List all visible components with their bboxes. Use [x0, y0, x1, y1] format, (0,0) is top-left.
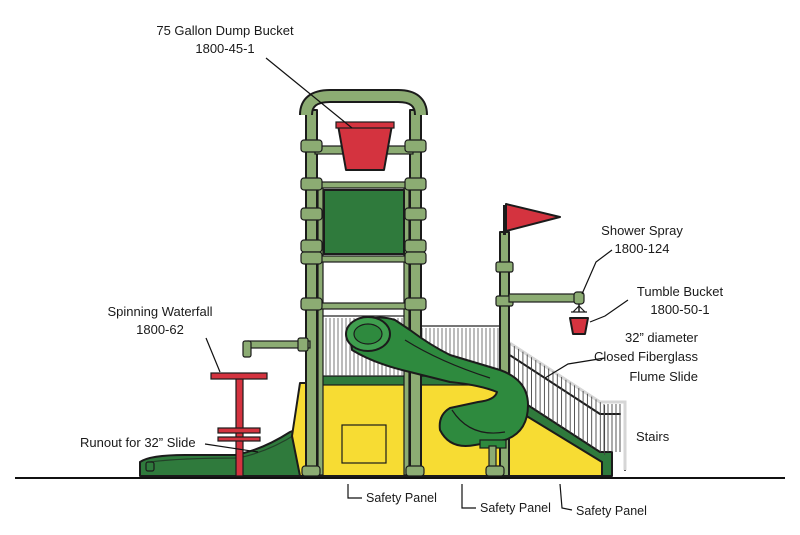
- runout-end-cap: [145, 461, 155, 472]
- stairs-stringer: [519, 399, 613, 477]
- post-footings: [301, 465, 505, 477]
- tower-panel: [323, 189, 405, 255]
- tumble-bucket-code: 1800-50-1: [650, 302, 709, 317]
- dump-bucket-code: 1800-45-1: [195, 41, 254, 56]
- flag-icon: [505, 203, 561, 232]
- flume-label-line1: 32” diameter: [625, 330, 699, 345]
- dump-bucket-leader: [265, 57, 353, 129]
- safety-panel-3-leader: [559, 483, 573, 511]
- waterfall-leader: [205, 337, 221, 373]
- runout-leader: [204, 443, 259, 453]
- waterfall-spout: [242, 337, 311, 358]
- safety-panel-label-2: Safety Panel: [480, 501, 551, 515]
- dump-bucket: [337, 124, 393, 171]
- shower-spray-code: 1800-124: [615, 241, 670, 256]
- flume-slide-leader: [544, 357, 606, 379]
- flag-post: [495, 203, 561, 477]
- shower-arm: [508, 291, 585, 305]
- safety-panel-1-leader: [347, 484, 362, 499]
- runout-label: Runout for 32” Slide: [80, 435, 196, 450]
- stairs-label: Stairs: [636, 429, 670, 444]
- main-tower: [299, 89, 428, 477]
- flume-label-line2: Closed Fiberglass: [594, 349, 699, 364]
- flume-label-line3: Flume Slide: [629, 369, 698, 384]
- runout-slide: [139, 427, 319, 477]
- shower-spray-leader: [581, 249, 613, 295]
- tumble-bucket: [569, 304, 589, 335]
- waterfall-label: Spinning Waterfall: [107, 304, 212, 319]
- safety-panel-2-leader: [461, 484, 476, 509]
- safety-panel-cutout: [341, 424, 387, 464]
- shower-spray-label: Shower Spray: [601, 223, 683, 238]
- waterfall-code: 1800-62: [136, 322, 184, 337]
- safety-panel-label-1: Safety Panel: [366, 491, 437, 505]
- safety-panel-label-3: Safety Panel: [576, 504, 647, 518]
- spinning-waterfall: [210, 372, 268, 477]
- dump-bucket-rim: [335, 121, 395, 129]
- tumble-bucket-label: Tumble Bucket: [637, 284, 724, 299]
- dump-bucket-label: 75 Gallon Dump Bucket: [156, 23, 294, 38]
- tumble-bucket-leader: [589, 299, 629, 323]
- flume-slide: [345, 316, 529, 477]
